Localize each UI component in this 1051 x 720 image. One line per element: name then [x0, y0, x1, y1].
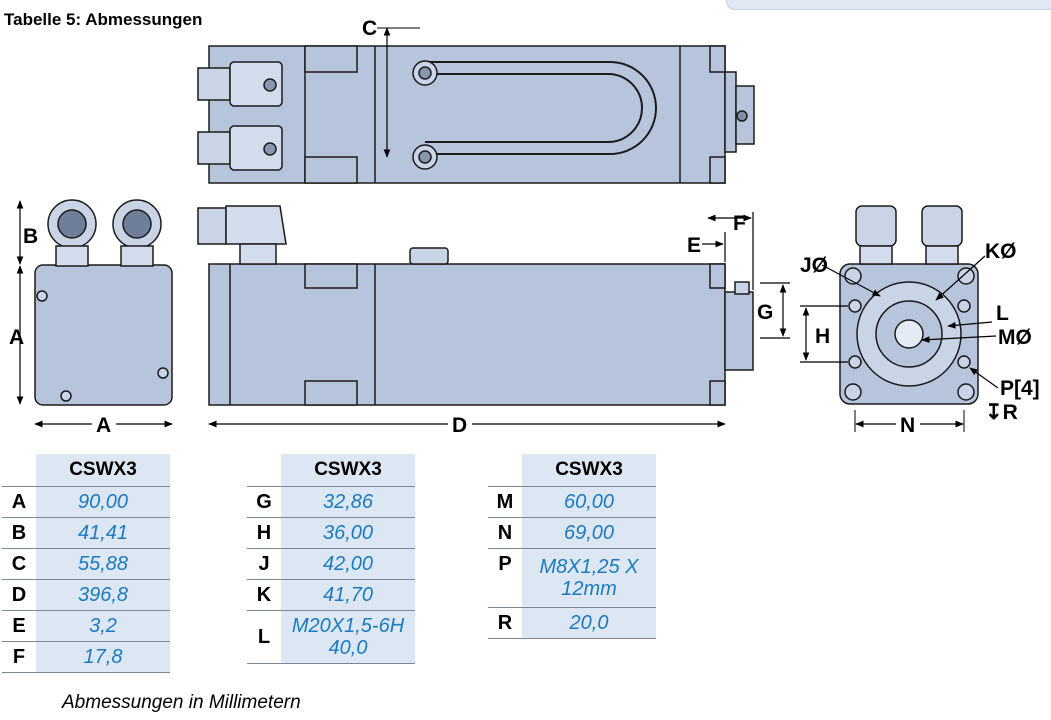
table-row: C 55,88: [2, 548, 170, 580]
row-value: 20,0: [522, 607, 656, 639]
label-A-horizontal: A: [96, 414, 111, 437]
table-header: CSWX3: [36, 454, 170, 487]
table-corner: [2, 454, 36, 487]
dimension-table-2: CSWX3 G 32,86 H 36,00 J 42,00 K 41,70 L …: [247, 454, 415, 664]
row-value: 55,88: [36, 548, 170, 580]
dim-F: F: [707, 212, 754, 290]
table-row: D 396,8: [2, 579, 170, 611]
dim-G: G: [757, 282, 790, 339]
row-key: L: [247, 610, 281, 664]
row-key: A: [2, 486, 36, 518]
label-D: D: [452, 414, 467, 437]
table-header: CSWX3: [522, 454, 656, 487]
dim-A-vertical: A: [9, 265, 24, 405]
label-B: B: [23, 225, 38, 248]
front-view-callouts: [821, 255, 999, 389]
dimension-table-1: CSWX3 A 90,00 B 41,41 C 55,88 D 396,8 E …: [2, 454, 170, 673]
row-value: 69,00: [522, 517, 656, 549]
table-row: B 41,41: [2, 517, 170, 549]
label-P: P[4]: [1000, 377, 1040, 400]
side-view: [197, 205, 754, 406]
row-value: 32,86: [281, 486, 415, 518]
table-row: A 90,00: [2, 486, 170, 518]
row-key: P: [488, 548, 522, 608]
row-key: F: [2, 641, 36, 673]
table-header: CSWX3: [281, 454, 415, 487]
dim-C: C: [362, 17, 420, 158]
top-banner-edge: [726, 0, 1051, 10]
dim-N: N: [854, 410, 965, 437]
row-key: E: [2, 610, 36, 642]
dim-D: D: [208, 412, 726, 437]
table-row: R 20,0: [488, 607, 656, 639]
top-view: [197, 45, 755, 184]
row-value: 3,2: [36, 610, 170, 642]
front-view: [839, 205, 979, 405]
label-E: E: [687, 234, 701, 257]
figure-title: Tabelle 5: Abmessungen: [4, 10, 203, 29]
row-value: 17,8: [36, 641, 170, 673]
motor-dimension-drawing: C A B A: [9, 17, 1040, 437]
row-value: M20X1,5-6H 40,0: [281, 610, 415, 664]
row-key: H: [247, 517, 281, 549]
left-view: [34, 199, 173, 406]
label-K: KØ: [985, 240, 1017, 263]
label-J: JØ: [800, 254, 828, 277]
row-value: 42,00: [281, 548, 415, 580]
label-C: C: [362, 17, 377, 40]
dimension-table-3: CSWX3 M 60,00 N 69,00 P M8X1,25 X 12mm R…: [488, 454, 656, 639]
table-row: M 60,00: [488, 486, 656, 518]
row-value: 41,70: [281, 579, 415, 611]
table-row: K 41,70: [247, 579, 415, 611]
table-row: N 69,00: [488, 517, 656, 549]
table-row: L M20X1,5-6H 40,0: [247, 610, 415, 664]
dim-A-horizontal: A: [34, 412, 173, 437]
units-footnote: Abmessungen in Millimetern: [62, 692, 301, 713]
label-H: H: [815, 325, 830, 348]
row-key: M: [488, 486, 522, 518]
table-corner: [247, 454, 281, 487]
label-R: ↧R: [985, 401, 1018, 424]
label-L: L: [996, 302, 1009, 325]
row-value: 41,41: [36, 517, 170, 549]
row-value: 60,00: [522, 486, 656, 518]
row-key: D: [2, 579, 36, 611]
table-row: E 3,2: [2, 610, 170, 642]
row-value: 396,8: [36, 579, 170, 611]
label-N: N: [900, 414, 915, 437]
row-key: N: [488, 517, 522, 549]
label-M: MØ: [998, 326, 1032, 349]
row-key: B: [2, 517, 36, 549]
table-row: G 32,86: [247, 486, 415, 518]
row-key: K: [247, 579, 281, 611]
label-G: G: [757, 301, 773, 324]
table-row: F 17,8: [2, 641, 170, 673]
dim-E: E: [687, 232, 726, 262]
table-row: H 36,00: [247, 517, 415, 549]
dim-H: H: [800, 305, 848, 363]
row-key: G: [247, 486, 281, 518]
row-value: M8X1,25 X 12mm: [522, 548, 656, 608]
table-row: P M8X1,25 X 12mm: [488, 548, 656, 608]
row-value: 90,00: [36, 486, 170, 518]
row-key: C: [2, 548, 36, 580]
row-key: J: [247, 548, 281, 580]
label-F: F: [733, 212, 746, 235]
table-row: J 42,00: [247, 548, 415, 580]
row-key: R: [488, 607, 522, 639]
dim-B: B: [16, 200, 38, 265]
table-corner: [488, 454, 522, 487]
label-A-vertical: A: [9, 326, 24, 349]
row-value: 36,00: [281, 517, 415, 549]
